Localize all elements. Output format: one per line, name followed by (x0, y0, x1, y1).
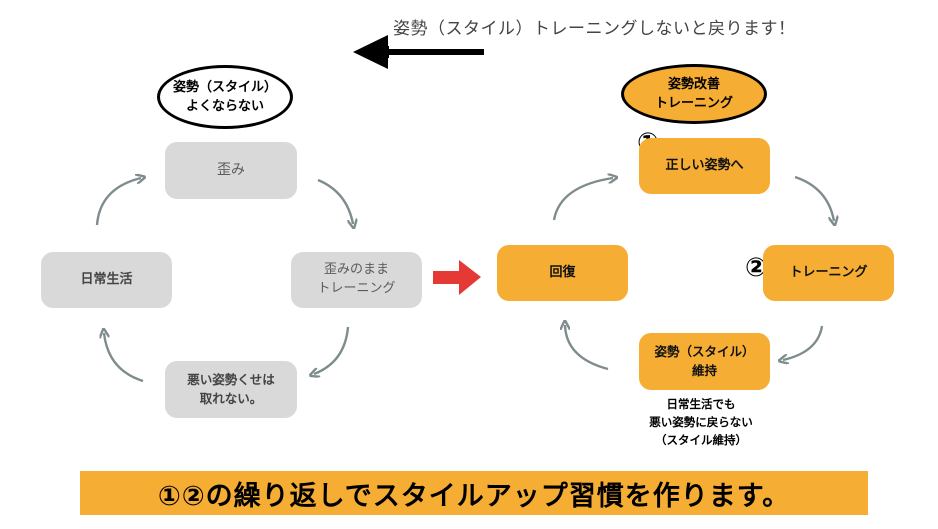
left-cycle-arrow-right-to-bottom (314, 326, 350, 374)
right-node-correct-posture: 正しい姿勢へ (639, 138, 770, 194)
back-arrow (353, 35, 484, 69)
left-cycle-arrow-bottom-to-left (104, 333, 144, 383)
right-cycle-arrow-left-to-top (552, 178, 613, 221)
badge-2: ② (745, 253, 768, 283)
right-node-maintain: 姿勢（スタイル） 維持 (639, 333, 770, 390)
left-node-distortion: 歪み (165, 142, 297, 199)
left-node-bad-habit: 悪い姿勢くせは 取れない。 (165, 361, 297, 418)
red-arrow (433, 260, 481, 295)
bottom-banner: ①②の繰り返しでスタイルアップ習慣を作ります。 (80, 471, 868, 515)
right-oval-label: 姿勢改善 トレーニング (621, 64, 767, 124)
right-node-recovery: 回復 (497, 245, 628, 301)
right-node-training: トレーニング (763, 245, 894, 301)
left-node-daily-life: 日常生活 (41, 252, 172, 308)
maintain-caption: 日常生活でも 悪い姿勢に戻らない （スタイル維持） (649, 397, 753, 447)
right-cycle-arrow-top-to-right (794, 175, 834, 221)
left-cycle-arrow-left-to-top (95, 178, 141, 226)
left-oval-label: 姿勢（スタイル） よくならない (157, 65, 293, 129)
top-note: 姿勢（スタイル）トレーニングしないと戻ります！ (393, 19, 796, 39)
left-node-training-distorted: 歪みのまま トレーニング (291, 252, 422, 308)
right-cycle-arrow-right-to-bottom (783, 325, 824, 360)
banner-text: ①②の繰り返しでスタイルアップ習慣を作ります。 (157, 480, 791, 512)
right-cycle-arrow-bottom-to-left (565, 325, 609, 371)
left-cycle-arrow-top-to-right (317, 178, 353, 224)
